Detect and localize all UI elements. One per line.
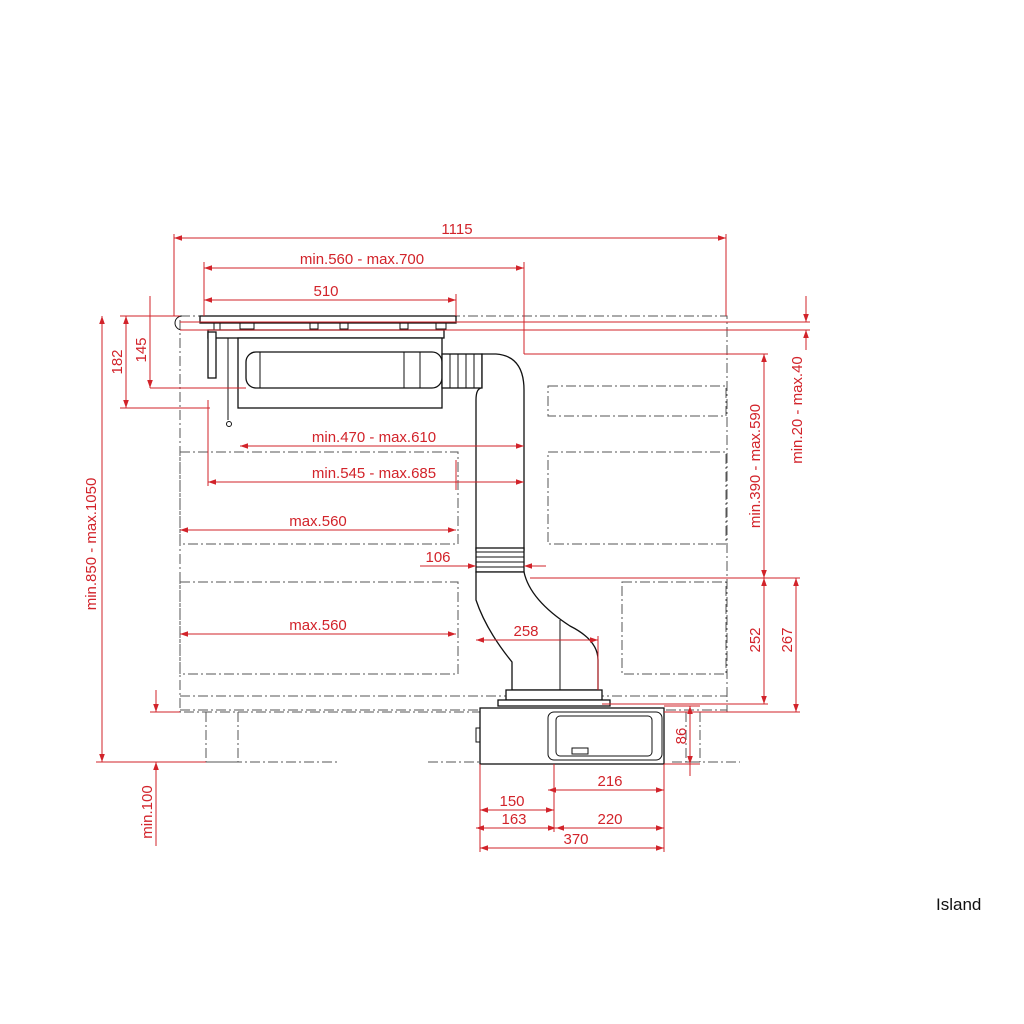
dim-220: 220 [597,811,622,828]
dim-470-610: min.470 - max.610 [312,429,436,446]
dim-86: 86 [673,728,690,745]
dim-560-700: min.560 - max.700 [300,251,424,268]
dim-20-40: min.20 - max.40 [789,356,806,464]
dim-182: 182 [109,349,126,374]
dim-370: 370 [563,831,588,848]
hob-extractor [199,315,483,427]
dim-150: 150 [499,793,524,810]
dim-max560-a: max.560 [289,513,347,530]
dim-145: 145 [133,337,150,362]
dim-267: 267 [779,627,796,652]
dim-850-1050: min.850 - max.1050 [83,478,100,611]
dim-252: 252 [747,627,764,652]
duct [475,353,611,707]
dim-1115: 1115 [441,221,472,238]
dim-510: 510 [313,283,338,300]
dim-545-685: min.545 - max.685 [312,465,436,482]
extension-lines [96,234,810,852]
dim-390-590: min.390 - max.590 [747,404,764,528]
plinth-filter-box [475,707,665,765]
dim-258: 258 [513,623,538,640]
dim-216: 216 [597,773,622,790]
dim-106: 106 [425,549,450,566]
worktop-edge [174,315,183,331]
dim-min100: min.100 [139,785,156,838]
dim-163: 163 [501,811,526,828]
caption-island: Island [936,895,982,914]
dim-max560-b: max.560 [289,617,347,634]
